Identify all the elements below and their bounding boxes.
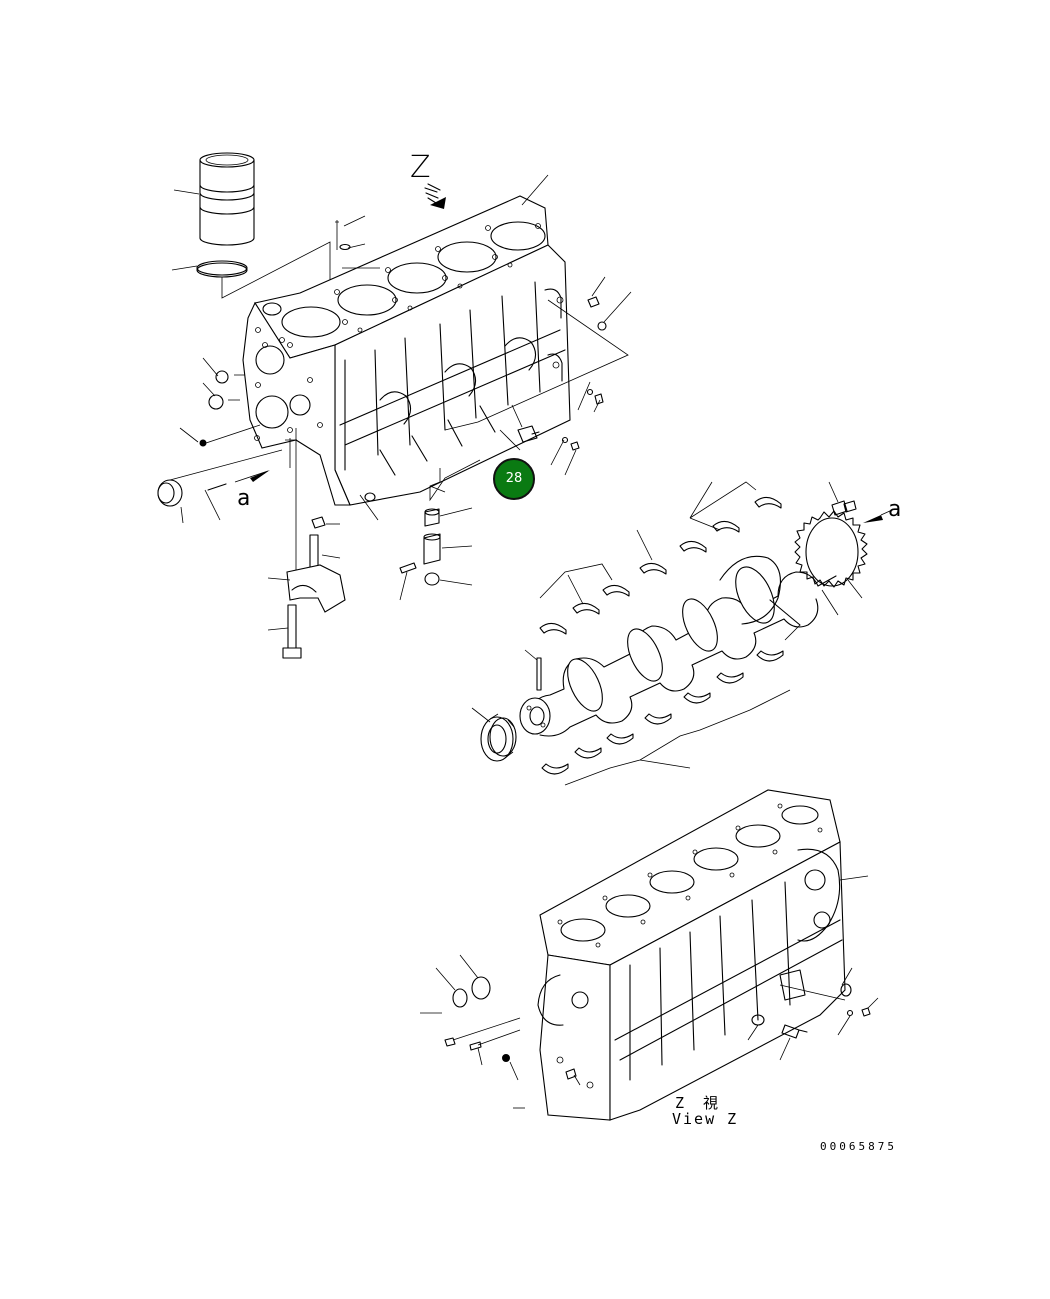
cylinder-block-view-z <box>537 789 869 1121</box>
liner-o-ring <box>196 260 248 278</box>
crank-gear <box>471 707 517 762</box>
main-block-leaders <box>335 174 632 476</box>
callout-badge-28[interactable]: 28 <box>493 458 535 500</box>
front-oil-seal <box>157 449 283 524</box>
view-z-leaders <box>420 954 879 1109</box>
ring-bolt <box>828 481 857 516</box>
drawing-number: 00065875 <box>820 1140 897 1153</box>
view-z-caption-jp: Z 視 <box>675 1094 721 1112</box>
section-a-left-arrow <box>204 470 270 521</box>
section-a-marker-right: a <box>888 497 902 522</box>
section-a-right-arrow <box>863 509 893 523</box>
view-z-marker: Z <box>410 150 431 185</box>
left-plugs <box>179 357 261 447</box>
cylinder-liner <box>199 152 255 246</box>
main-bearing-shells-upper <box>539 481 782 635</box>
main-bearing-cap <box>267 428 379 659</box>
cylinder-block-main <box>242 195 571 506</box>
section-a-marker-left: a <box>237 486 251 511</box>
crank-key <box>524 649 542 691</box>
crankshaft <box>519 555 837 737</box>
dowels <box>399 459 481 601</box>
leader-lines-liner <box>171 189 342 301</box>
view-z-arrow <box>424 183 446 209</box>
main-bearing-shells-lower <box>541 650 791 786</box>
view-z-caption-en: View Z <box>672 1110 739 1128</box>
timing-ring <box>794 510 868 616</box>
deck-holes <box>287 223 541 348</box>
